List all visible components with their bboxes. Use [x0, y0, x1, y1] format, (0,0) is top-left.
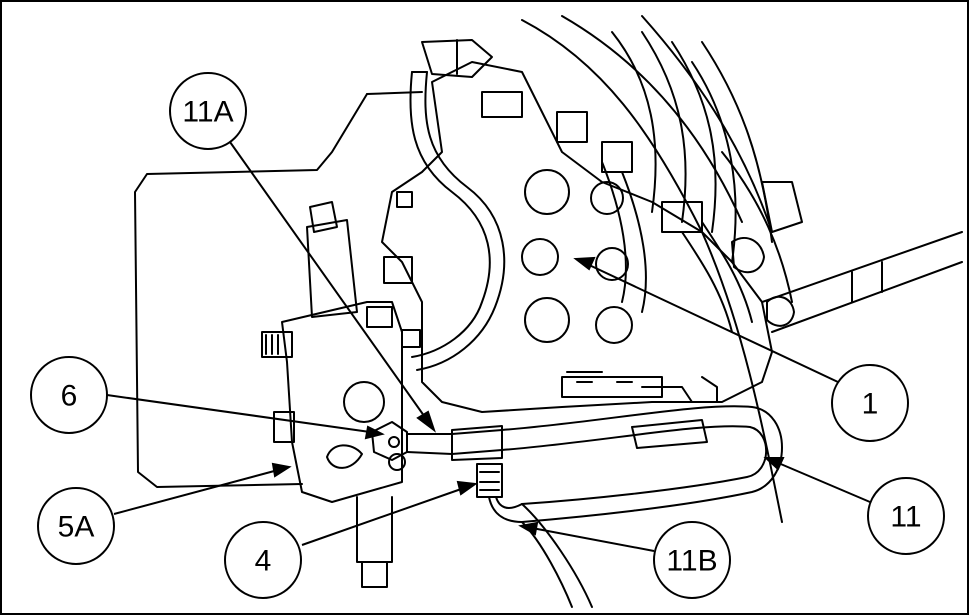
background-hoses [521, 15, 963, 523]
control-valve-body [381, 61, 803, 413]
mounting-plate [134, 93, 368, 488]
callout-label-6: 6 [61, 380, 78, 413]
callout-label-4: 4 [255, 545, 272, 578]
leader-6 [106, 394, 371, 433]
leader-11a [229, 141, 428, 421]
callout-circle-11a [169, 72, 247, 150]
callout-circle-6 [30, 356, 108, 434]
leader-lines [106, 141, 871, 552]
relief-valve-assembly [261, 201, 406, 588]
callout-label-1: 1 [862, 388, 879, 421]
callout-label-11b: 11B [666, 545, 717, 578]
leader-4 [301, 487, 465, 546]
arrow-1 [573, 256, 596, 271]
callout-label-11: 11 [890, 501, 921, 534]
arrow-5a [271, 462, 292, 478]
arrow-11 [763, 457, 785, 471]
arrow-11a [416, 410, 436, 433]
callout-label-5a: 5A [58, 511, 95, 544]
leader-11 [775, 461, 871, 503]
leader-1 [586, 263, 839, 383]
arrow-4 [456, 480, 478, 496]
main-hose-11 [451, 405, 783, 523]
arrow-11b [518, 521, 539, 536]
callout-circle-5a [37, 487, 115, 565]
fitting-6 [371, 421, 453, 461]
callout-circle-4 [224, 521, 302, 599]
upper-hose [409, 39, 506, 371]
arrow-6 [364, 425, 385, 440]
leader-5a [113, 469, 279, 515]
callout-label-11a: 11A [182, 96, 233, 129]
callout-circle-1 [831, 364, 909, 442]
callout-circle-11b [653, 521, 731, 599]
leader-11b [531, 527, 655, 552]
callout-circle-11 [867, 477, 945, 555]
